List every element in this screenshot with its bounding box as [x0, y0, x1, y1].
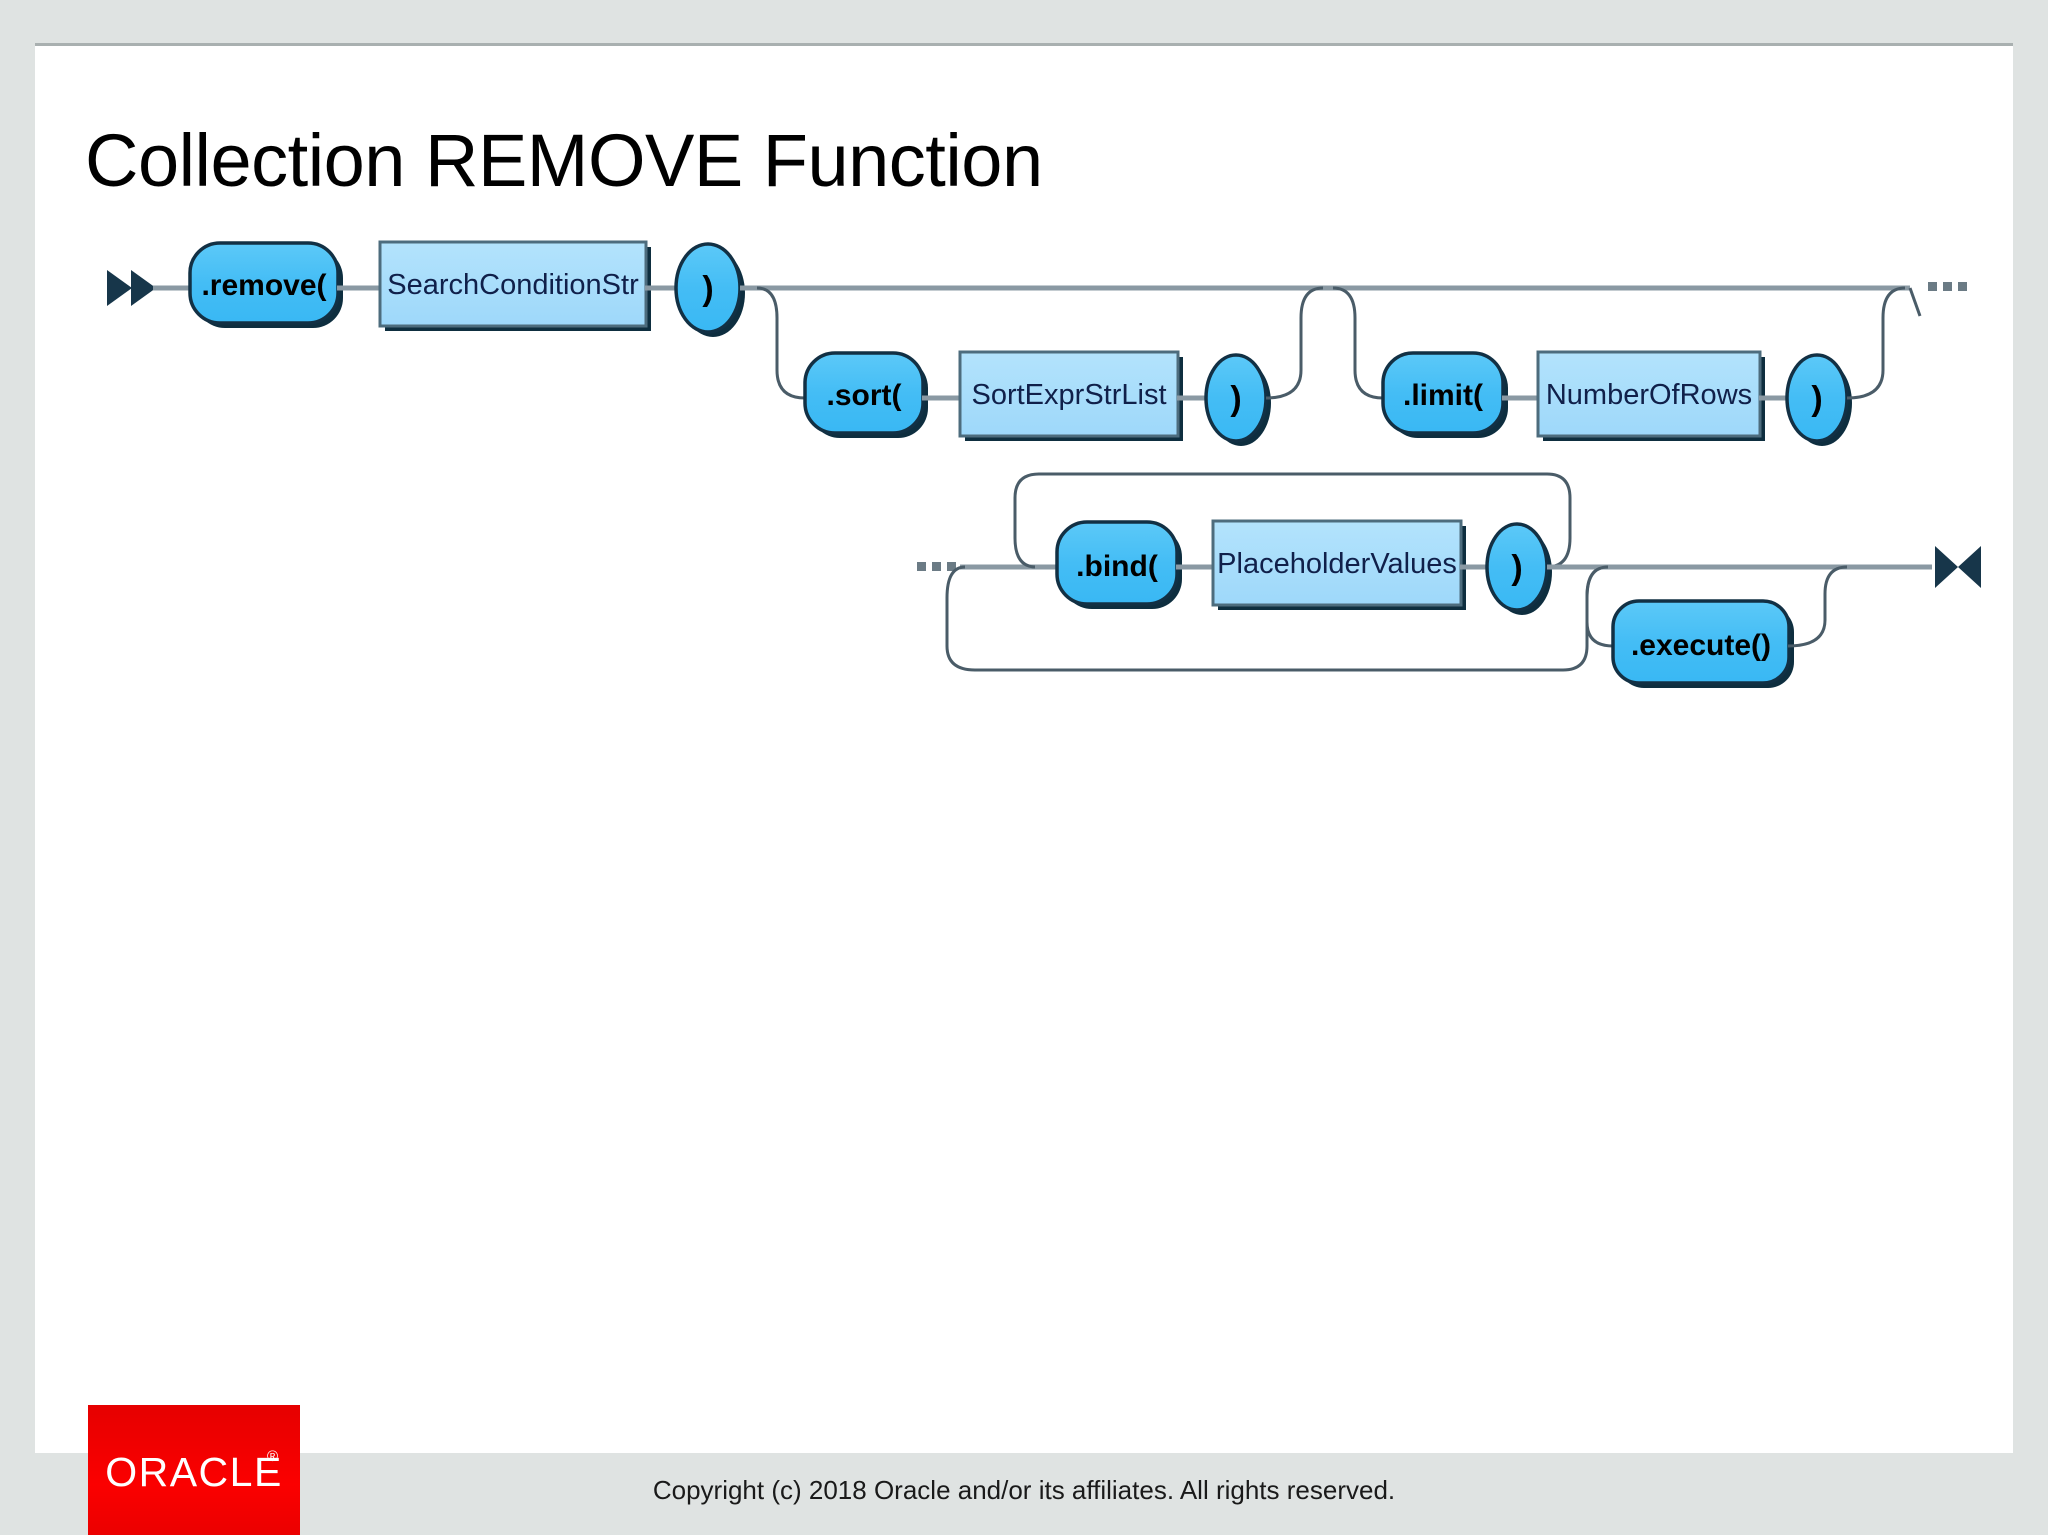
page-title: Collection REMOVE Function [85, 118, 1043, 202]
node-close-paren-2-label: ) [1230, 380, 1241, 418]
merge-from-execute [1787, 565, 1848, 648]
node-remove: .remove( [188, 241, 343, 328]
node-bind: .bind( [1055, 520, 1182, 609]
node-sort-expr-str-list-label: SortExprStrList [972, 379, 1167, 411]
node-sort-label: .sort( [827, 379, 902, 412]
rail-tail [1908, 287, 1922, 317]
node-number-of-rows-label: NumberOfRows [1546, 379, 1752, 411]
node-sort-expr-str-list: SortExprStrList [958, 350, 1183, 441]
node-close-paren-1-label: ) [702, 270, 713, 308]
loop-back-bind [1013, 472, 1572, 569]
node-bind-label: .bind( [1076, 550, 1158, 583]
node-placeholder-values-label: PlaceholderValues [1217, 548, 1457, 580]
node-sort: .sort( [803, 351, 928, 438]
syntax-railroad-diagram: .remove( SearchConditionStr ) [35, 226, 2013, 746]
oracle-logo-text: ORACLE [105, 1449, 283, 1495]
node-limit-label: .limit( [1403, 379, 1483, 412]
node-close-paren-2: ) [1204, 353, 1271, 446]
node-placeholder-values: PlaceholderValues [1211, 519, 1466, 610]
node-close-paren-4-label: ) [1511, 549, 1522, 587]
copyright-text: Copyright (c) 2018 Oracle and/or its aff… [652, 1475, 1396, 1505]
node-close-paren-3-label: ) [1811, 380, 1822, 418]
node-close-paren-4: ) [1485, 522, 1552, 615]
node-execute: .execute() [1611, 599, 1794, 688]
node-limit: .limit( [1381, 351, 1508, 438]
node-close-paren-3: ) [1785, 353, 1852, 446]
branch-to-sort [756, 286, 806, 400]
end-marker-icon [1935, 546, 1981, 588]
continuation-dots-row1 [1928, 282, 1967, 291]
node-close-paren-1: ) [674, 242, 745, 337]
merge-from-limit [1846, 286, 1906, 400]
node-search-condition-str-label: SearchConditionStr [387, 269, 639, 301]
slide-canvas: Collection REMOVE Function [35, 43, 2013, 1535]
node-search-condition-str: SearchConditionStr [378, 240, 651, 331]
node-number-of-rows: NumberOfRows [1536, 350, 1765, 441]
footer-band [35, 1453, 2013, 1535]
oracle-logo: ORACLE ® [88, 1405, 300, 1535]
branch-to-limit [1332, 286, 1384, 400]
node-remove-label: .remove( [201, 269, 326, 302]
merge-from-sort [1265, 286, 1324, 400]
oracle-registered-icon: ® [266, 1448, 278, 1465]
continuation-dots-row3 [917, 562, 956, 571]
start-marker-icon [107, 270, 156, 306]
branch-to-execute [1585, 565, 1614, 648]
node-execute-label: .execute() [1631, 629, 1771, 662]
